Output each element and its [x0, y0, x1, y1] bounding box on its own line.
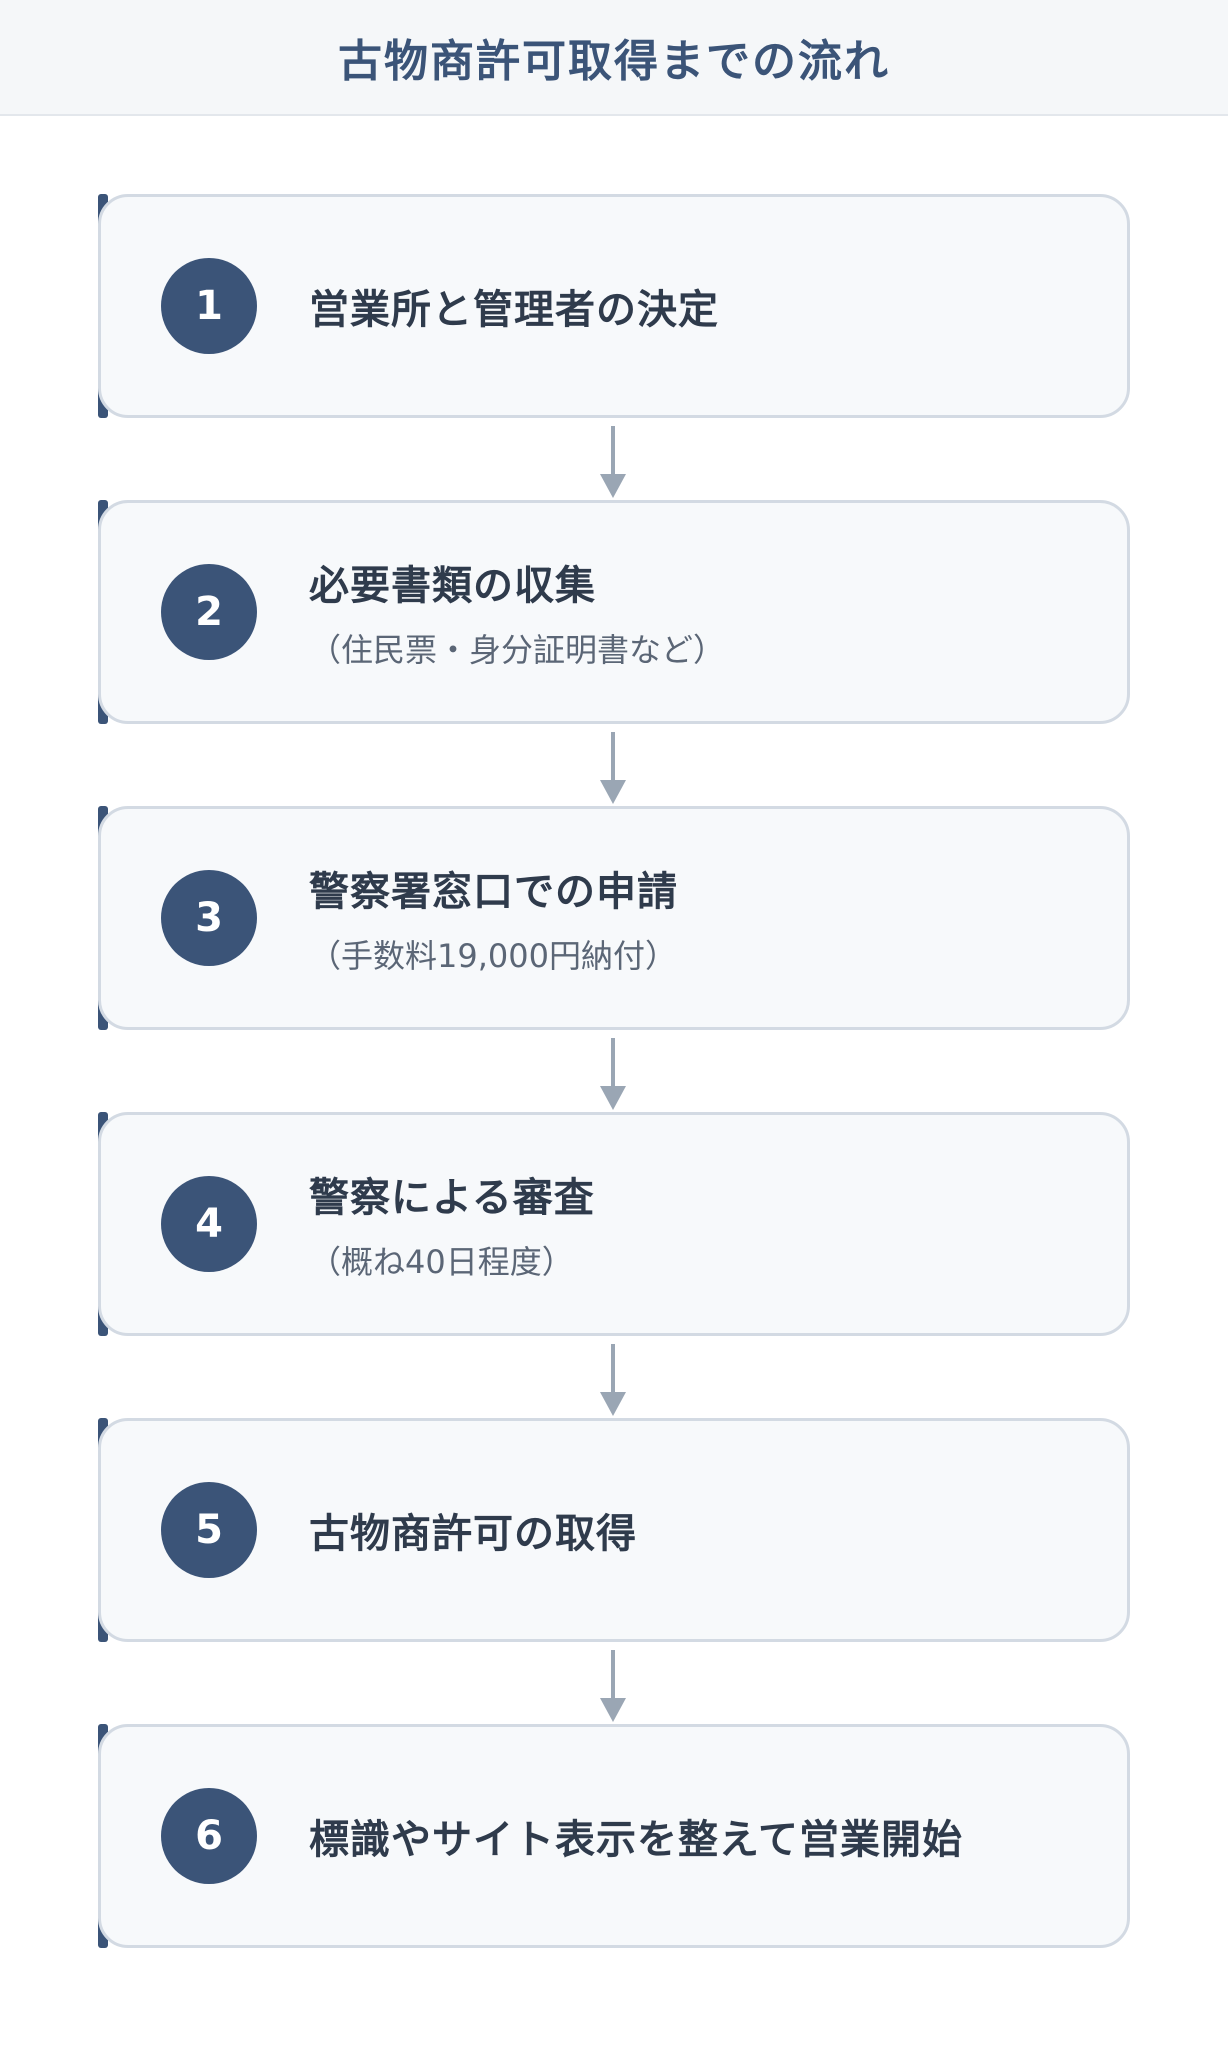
step-card-5: 5 古物商許可の取得: [98, 1418, 1130, 1642]
step-title: 警察による審査: [309, 1175, 595, 1221]
step-number-badge: 6: [161, 1788, 257, 1884]
step-text: 営業所と管理者の決定: [309, 197, 719, 415]
down-arrow-icon: [600, 426, 626, 498]
step-number-badge: 3: [161, 870, 257, 966]
step-text: 必要書類の収集 （住民票・身分証明書など）: [309, 503, 725, 721]
step-subtitle: （手数料19,000円納付）: [309, 937, 677, 975]
header: 古物商許可取得までの流れ: [0, 0, 1228, 116]
down-arrow-icon: [600, 1650, 626, 1722]
step-text: 警察による審査 （概ね40日程度）: [309, 1115, 595, 1333]
step-title: 標識やサイト表示を整えて営業開始: [309, 1817, 963, 1863]
step-card-2: 2 必要書類の収集 （住民票・身分証明書など）: [98, 500, 1130, 724]
step-card-3: 3 警察署窓口での申請 （手数料19,000円納付）: [98, 806, 1130, 1030]
step-title: 必要書類の収集: [309, 563, 596, 609]
step-card-4: 4 警察による審査 （概ね40日程度）: [98, 1112, 1130, 1336]
down-arrow-icon: [600, 1344, 626, 1416]
down-arrow-icon: [600, 1038, 626, 1110]
page-title: 古物商許可取得までの流れ: [338, 36, 890, 87]
step-title: 警察署窓口での申請: [309, 869, 678, 915]
step-text: 警察署窓口での申請 （手数料19,000円納付）: [309, 809, 678, 1027]
down-arrow-icon: [600, 732, 626, 804]
step-card-6: 6 標識やサイト表示を整えて営業開始: [98, 1724, 1130, 1948]
step-text: 古物商許可の取得: [309, 1421, 637, 1639]
step-subtitle: （住民票・身分証明書など）: [309, 631, 726, 669]
step-number-badge: 2: [161, 564, 257, 660]
step-subtitle: （概ね40日程度）: [309, 1243, 574, 1281]
step-text: 標識やサイト表示を整えて営業開始: [309, 1727, 963, 1945]
step-title: 古物商許可の取得: [309, 1511, 637, 1557]
step-number-badge: 5: [161, 1482, 257, 1578]
step-number-badge: 4: [161, 1176, 257, 1272]
step-title: 営業所と管理者の決定: [309, 287, 719, 333]
step-card-1: 1 営業所と管理者の決定: [98, 194, 1130, 418]
step-number-badge: 1: [161, 258, 257, 354]
